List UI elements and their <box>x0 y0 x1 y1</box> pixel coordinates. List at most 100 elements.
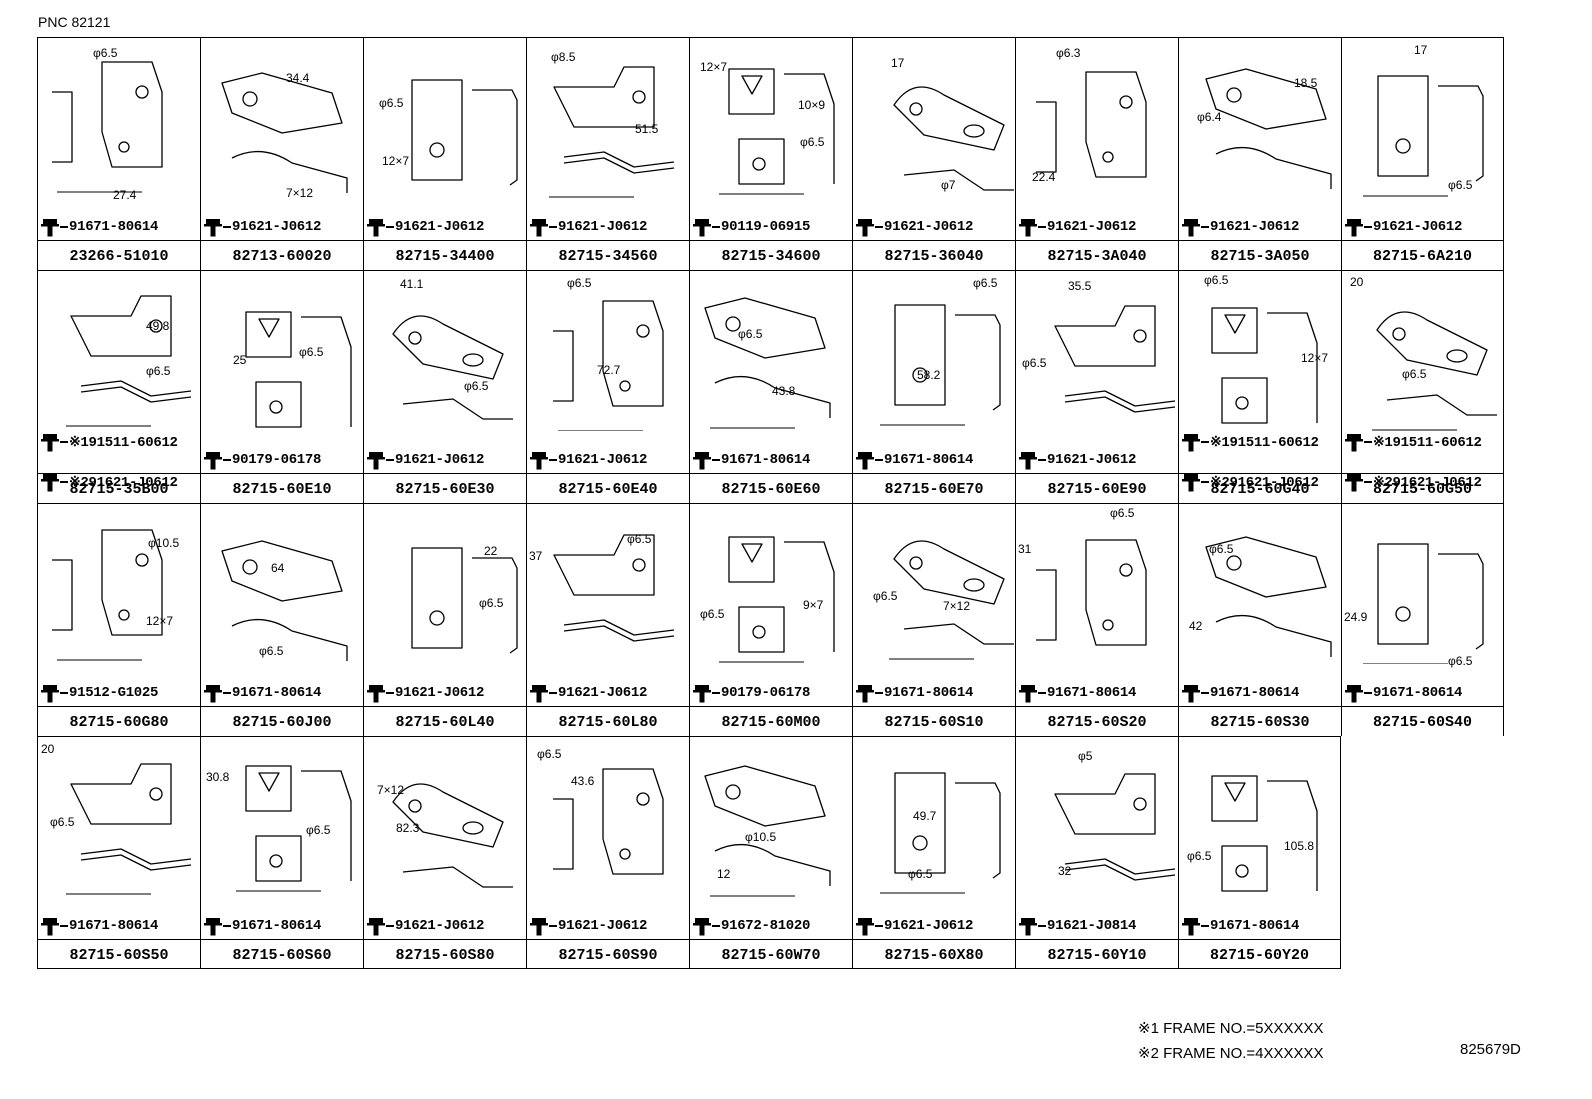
fastener-part-number[interactable]: 91671-80614 <box>1210 918 1300 934</box>
part-number[interactable]: 82715-60Y10 <box>1016 939 1178 971</box>
part-number[interactable]: 82715-60X80 <box>853 939 1015 971</box>
fastener-part-number[interactable]: 91671-80614 <box>1373 685 1463 701</box>
part-number[interactable]: 82715-60E10 <box>201 473 363 505</box>
part-number[interactable]: 82715-60L40 <box>364 706 526 738</box>
fastener-part-number[interactable]: 91621-J0612 <box>884 918 974 934</box>
fastener-part-number[interactable]: 91621-J0814 <box>1047 918 1137 934</box>
fastener-part-number[interactable]: 91671-80614 <box>232 685 322 701</box>
fastener-part-number[interactable]: 91671-80614 <box>721 452 811 468</box>
part-number[interactable]: 82715-3A050 <box>1179 240 1341 272</box>
fastener-part-number[interactable]: 91621-J0612 <box>558 219 648 235</box>
fastener-part-number[interactable]: ※191511-60612 <box>69 434 178 451</box>
part-number[interactable]: 82715-6A210 <box>1342 240 1503 272</box>
fastener-part-number[interactable]: 91621-J0612 <box>1047 452 1137 468</box>
part-number[interactable]: 82715-60E60 <box>690 473 852 505</box>
fastener-part-number[interactable]: 91621-J0612 <box>232 219 322 235</box>
part-number[interactable]: 82715-60S60 <box>201 939 363 971</box>
part-number[interactable]: 82715-60E90 <box>1016 473 1178 505</box>
part-number[interactable]: 82715-60G40 <box>1179 473 1341 505</box>
fastener-part-number[interactable]: 91512-G1025 <box>69 685 159 701</box>
part-number[interactable]: 23266-51010 <box>38 240 200 272</box>
fastener-part-number[interactable]: ※191511-60612 <box>1210 434 1319 451</box>
part-number[interactable]: 82715-34400 <box>364 240 526 272</box>
fastener-part-number[interactable]: ※191511-60612 <box>1373 434 1482 451</box>
fastener-part-number[interactable]: ※291621-J0612 <box>69 474 178 491</box>
fastener-part-number[interactable]: 91671-80614 <box>884 685 974 701</box>
fastener-part-number[interactable]: 91671-80614 <box>69 219 159 235</box>
part-number[interactable]: 82715-60S40 <box>1342 706 1503 738</box>
part-number[interactable]: 82715-60J00 <box>201 706 363 738</box>
fastener-part-number[interactable]: 91621-J0612 <box>395 452 485 468</box>
part-number[interactable]: 82715-60L80 <box>527 706 689 738</box>
fastener-part-number[interactable]: 91621-J0612 <box>558 452 648 468</box>
part-number[interactable]: 82715-3A040 <box>1016 240 1178 272</box>
part-number[interactable]: 82715-60E40 <box>527 473 689 505</box>
part-number[interactable]: 82715-60G80 <box>38 706 200 738</box>
part-number[interactable]: 82715-34560 <box>527 240 689 272</box>
fastener-part-number[interactable]: 91621-J0612 <box>395 685 485 701</box>
fastener-part-number[interactable]: 91671-80614 <box>1210 685 1300 701</box>
part-number[interactable]: 82715-60Y20 <box>1179 939 1340 971</box>
part-number[interactable]: 82715-60S80 <box>364 939 526 971</box>
part-number[interactable]: 82715-34600 <box>690 240 852 272</box>
fastener-part-number[interactable]: ※291621-J0612 <box>1373 474 1482 491</box>
part-number[interactable]: 82715-60W70 <box>690 939 852 971</box>
fastener-part-number[interactable]: 91621-J0612 <box>1373 219 1463 235</box>
part-number[interactable]: 82715-60E30 <box>364 473 526 505</box>
part-number[interactable]: 82715-60E70 <box>853 473 1015 505</box>
fastener-part-number[interactable]: 90179-06178 <box>232 452 322 468</box>
part-number[interactable]: 82715-36040 <box>853 240 1015 272</box>
fastener-part-number[interactable]: 91621-J0612 <box>1047 219 1137 235</box>
fastener-part-number[interactable]: 91621-J0612 <box>558 685 648 701</box>
fastener-part-number[interactable]: ※291621-J0612 <box>1210 474 1319 491</box>
fastener-part-number[interactable]: 91621-J0612 <box>558 918 648 934</box>
fastener-part-number[interactable]: 91621-J0612 <box>1210 219 1300 235</box>
fastener-part-number[interactable]: 90179-06178 <box>721 685 811 701</box>
fastener-part-number[interactable]: 91671-80614 <box>884 452 974 468</box>
part-number[interactable]: 82715-35B00 <box>38 473 200 505</box>
fastener-part-number[interactable]: 91671-80614 <box>69 918 159 934</box>
fastener-part-number[interactable]: 91621-J0612 <box>395 219 485 235</box>
fastener-part-number[interactable]: 91621-J0612 <box>395 918 485 934</box>
part-number[interactable]: 82715-60G50 <box>1342 473 1503 505</box>
fastener-part-number[interactable]: 90119-06915 <box>721 219 811 235</box>
part-number[interactable]: 82715-60M00 <box>690 706 852 738</box>
fastener-part-number[interactable]: 91621-J0612 <box>884 219 974 235</box>
part-number[interactable]: 82715-60S30 <box>1179 706 1341 738</box>
fastener-part-number[interactable]: 91671-80614 <box>232 918 322 934</box>
part-number[interactable]: 82715-60S90 <box>527 939 689 971</box>
